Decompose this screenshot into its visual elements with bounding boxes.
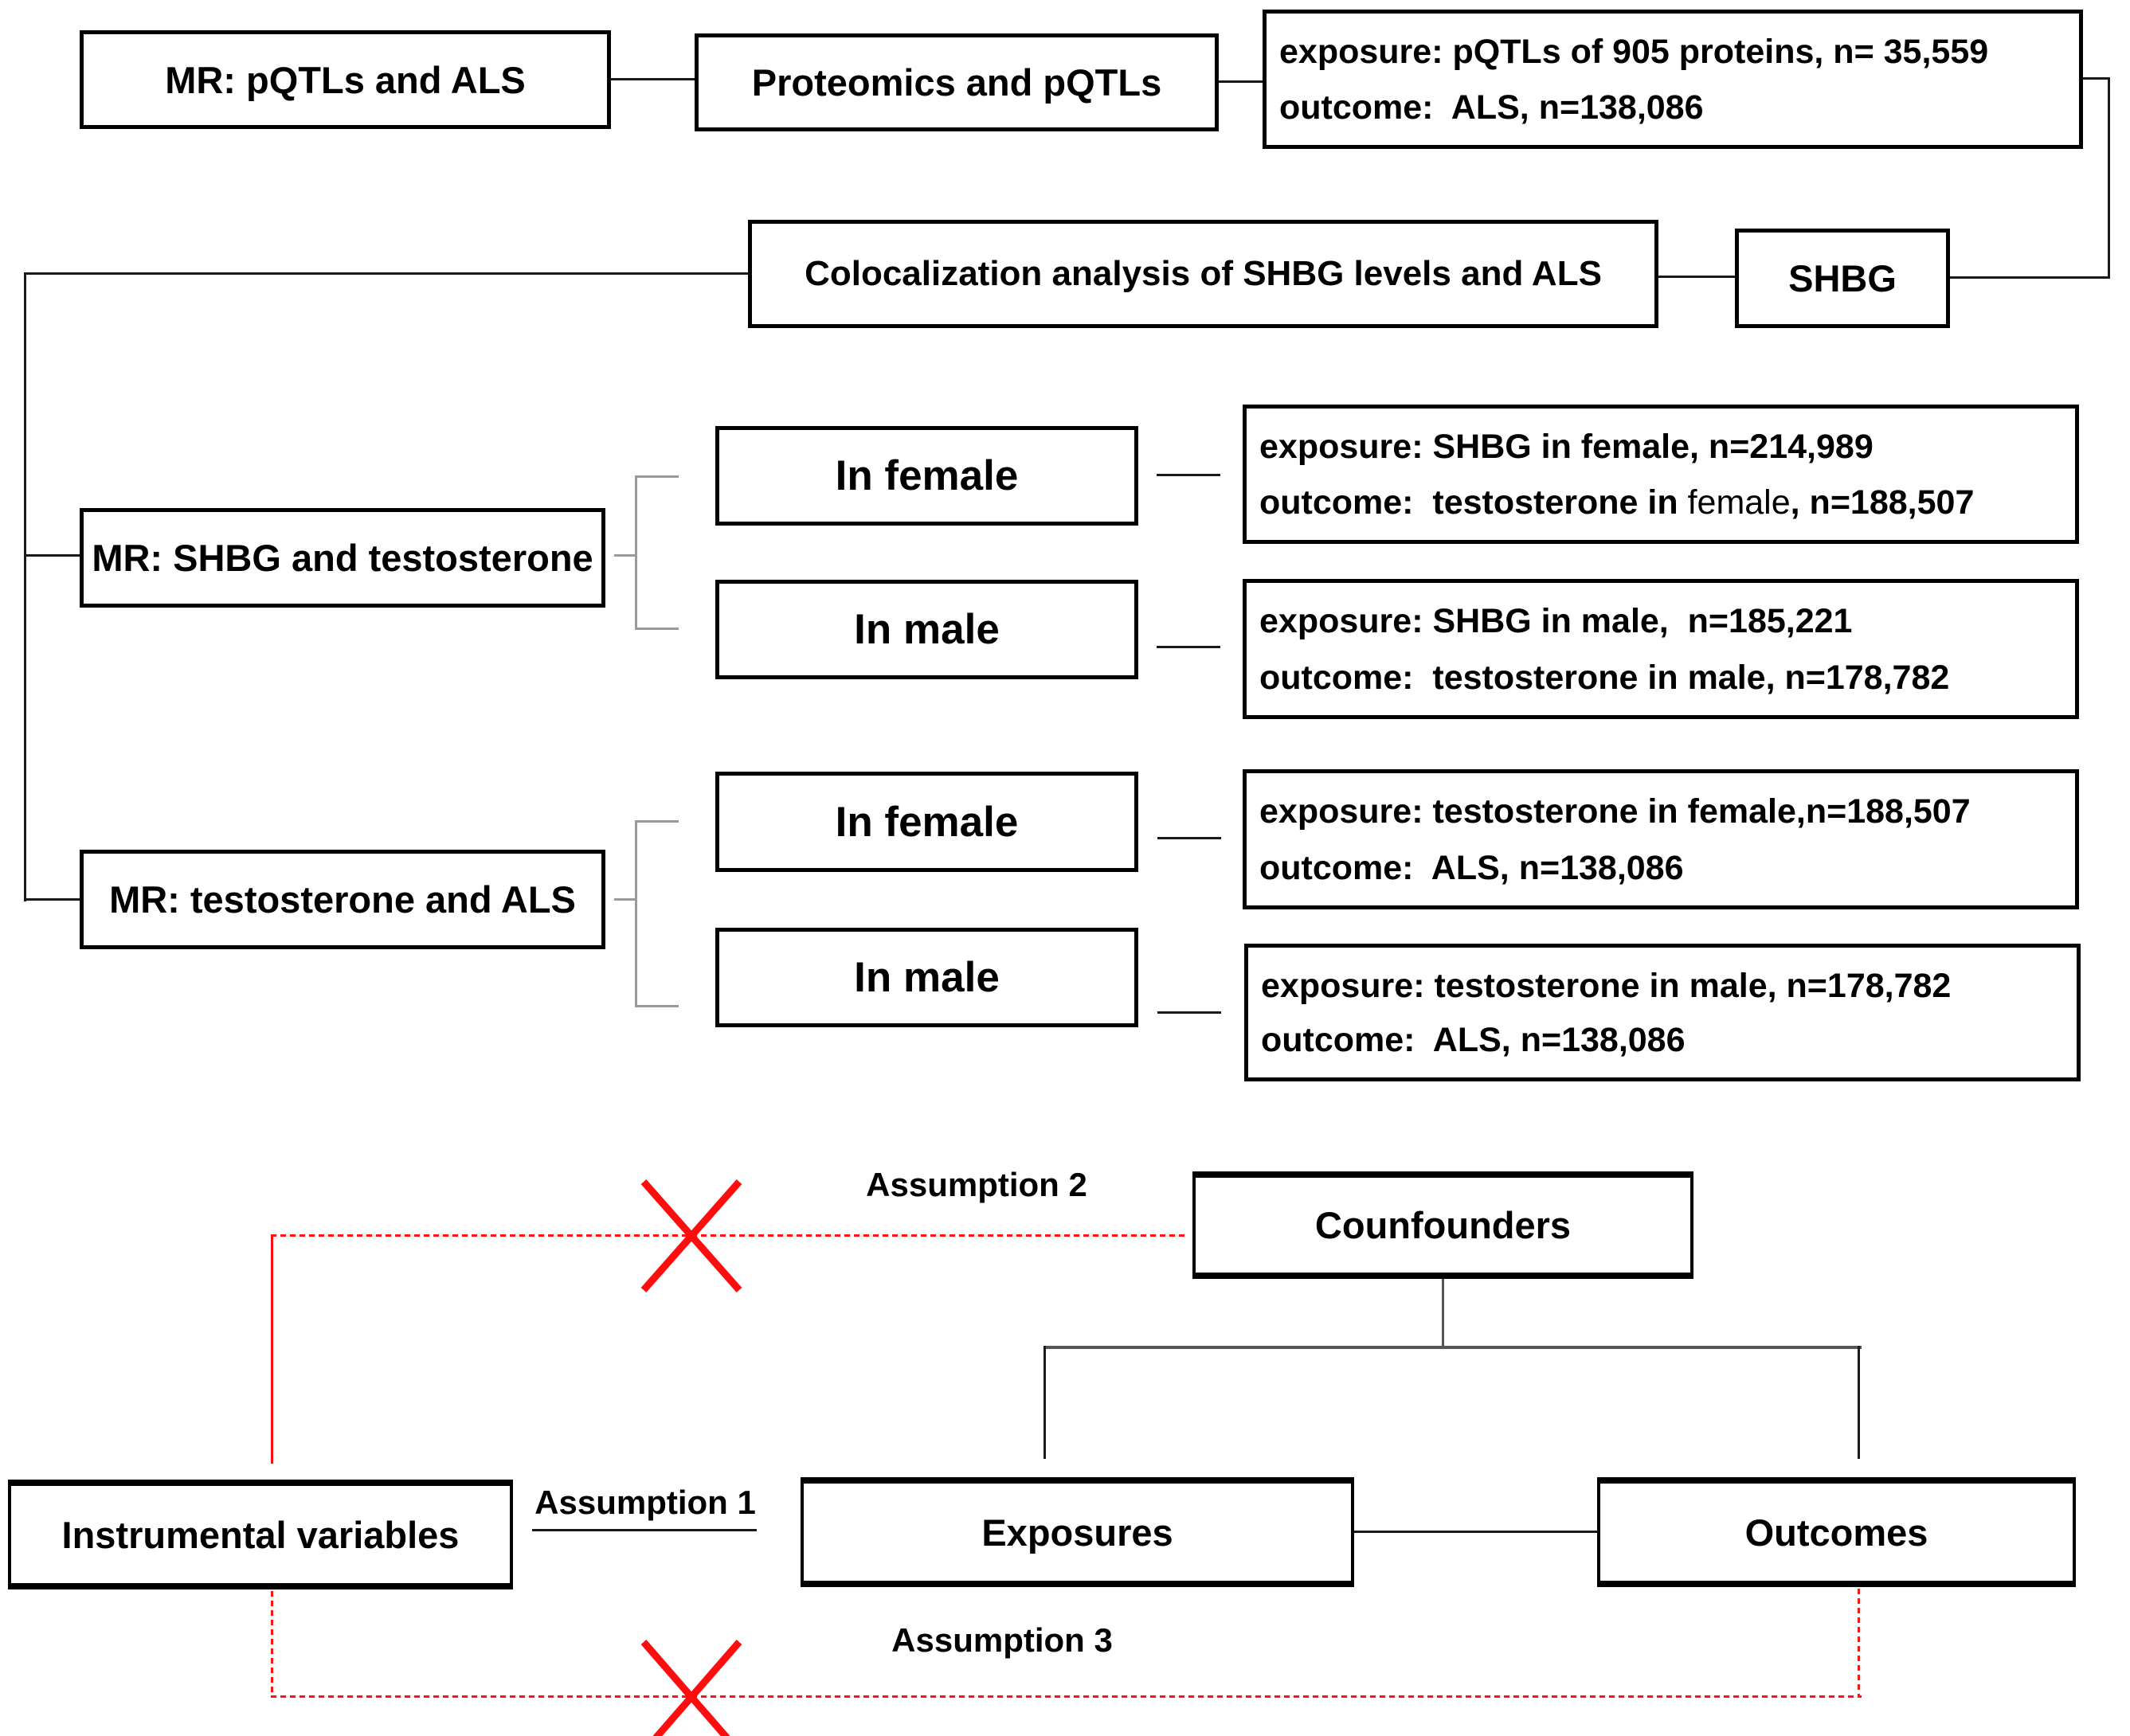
connector-line [24,554,80,557]
bracket-tick [635,1005,679,1007]
node-shbg-male-detail: exposure: SHBG in male, n=185,221 outcom… [1243,579,2079,719]
connector-line [2083,77,2109,80]
bracket-tick [614,554,635,557]
node-in-female-testosterone: In female [715,772,1138,872]
bracket-tick [635,820,679,823]
node-proteomics-pqtls: Proteomics and pQTLs [695,33,1219,131]
assumption2-dashed-line [271,1234,1187,1237]
connector-line [611,78,695,80]
node-instrumental-variables: Instrumental variables [8,1480,513,1589]
node-pqtls-detail: exposure: pQTLs of 905 proteins, n= 35,5… [1263,10,2083,149]
assumption1-line [532,1529,757,1531]
node-in-female-shbg: In female [715,426,1138,526]
assumption3-dashed-line [1858,1589,1860,1697]
connector-line [1950,276,2109,279]
exposures-outcomes-line [1354,1531,1597,1533]
connector-line [1157,1011,1221,1014]
iv-confounders-red-line [271,1236,273,1464]
outcome-line: outcome: ALS, n=138,086 [1259,849,1684,887]
exposure-line: exposure: testosterone in female,n=188,5… [1259,792,1971,831]
connector-line [1157,837,1221,839]
branch-line [1858,1346,1860,1459]
assumption1-label: Assumption 1 [534,1484,756,1521]
node-in-male-shbg: In male [715,580,1138,679]
node-outcomes: Outcomes [1597,1477,2076,1587]
left-rail-line [24,272,26,901]
connector-line [1658,276,1735,278]
outcome-text: , n=188,507 [1790,483,1975,522]
outcome-text-light: female [1687,483,1791,522]
exposure-line: exposure: SHBG in male, n=185,221 [1259,602,1853,640]
assumption3-dashed-line [271,1695,1862,1698]
node-shbg: SHBG [1735,229,1950,328]
connector-line [1157,474,1220,476]
connector-line [24,272,748,275]
node-confounders: Counfounders [1192,1171,1693,1279]
node-mr-pqtls-als: MR: pQTLs and ALS [80,30,611,129]
outcome-line: outcome: testosterone in male, n=178,782 [1259,659,1950,697]
bracket-tick [635,475,679,478]
outcome-text: outcome: testosterone in [1259,483,1688,522]
node-shbg-female-detail: exposure: SHBG in female, n=214,989 outc… [1243,405,2079,544]
connector-line [1157,646,1220,648]
assumption3-dashed-line [271,1591,273,1697]
red-cross-icon [640,1179,742,1292]
node-in-male-testosterone: In male [715,928,1138,1027]
branch-line [1043,1346,1046,1459]
branch-line [1442,1279,1444,1347]
node-colocalization: Colocalization analysis of SHBG levels a… [748,220,1658,328]
connector-line [24,898,80,901]
bracket-tick [635,628,679,630]
red-cross-icon [640,1640,742,1736]
outcome-line: outcome: ALS, n=138,086 [1279,88,1704,127]
bracket-spine [635,475,637,630]
outcome-line: outcome: ALS, n=138,086 [1261,1021,1686,1059]
outcome-line: outcome: testosterone in female, n=188,5… [1259,483,1974,522]
exposure-line: exposure: SHBG in female, n=214,989 [1259,428,1874,466]
node-mr-testosterone-als: MR: testosterone and ALS [80,850,605,949]
exposure-line: exposure: pQTLs of 905 proteins, n= 35,5… [1279,33,1989,71]
node-exposures: Exposures [801,1477,1354,1587]
node-testosterone-male-detail: exposure: testosterone in male, n=178,78… [1244,944,2081,1081]
bracket-tick [614,898,635,901]
connector-line [1219,80,1263,83]
node-testosterone-female-detail: exposure: testosterone in female,n=188,5… [1243,769,2079,909]
node-mr-shbg-testosterone: MR: SHBG and testosterone [80,508,605,608]
bracket-spine [635,820,637,1007]
exposure-line: exposure: testosterone in male, n=178,78… [1261,967,1952,1005]
assumption2-label: Assumption 2 [866,1166,1087,1203]
connector-line [2108,77,2110,279]
branch-line [1043,1346,1862,1349]
assumption3-label: Assumption 3 [891,1621,1113,1659]
